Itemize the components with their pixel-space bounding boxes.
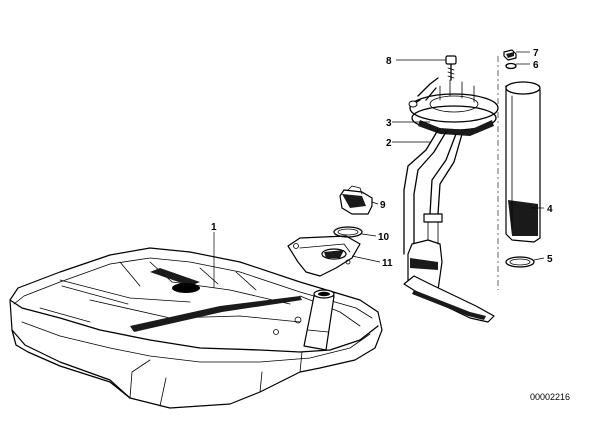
- o-ring: [505, 256, 535, 268]
- callout-7: 7: [533, 48, 539, 59]
- callout-2: 2: [386, 138, 392, 149]
- callout-9: 9: [380, 200, 386, 211]
- reference-number: 00002216: [530, 392, 570, 402]
- leader-lines: [213, 51, 545, 288]
- callout-4: 4: [547, 204, 553, 215]
- callout-3: 3: [386, 118, 392, 129]
- screw: [445, 55, 457, 81]
- callout-6: 6: [533, 60, 539, 71]
- callout-1: 1: [211, 222, 217, 233]
- washer: [505, 62, 517, 70]
- fuel-pump-assembly: [403, 55, 499, 323]
- callout-labels: 1 2 3 4 5 6 7 8 9 10 11: [211, 48, 553, 269]
- callout-8: 8: [386, 56, 392, 67]
- callout-11: 11: [382, 258, 393, 269]
- sealing-ring: [333, 226, 363, 238]
- fuel-tank: [9, 247, 383, 409]
- callout-5: 5: [547, 254, 553, 265]
- callout-10: 10: [378, 232, 390, 243]
- cap: [339, 185, 373, 215]
- mounting-plate: [287, 235, 361, 277]
- fuel-filter: [497, 56, 541, 290]
- nut: [503, 49, 517, 61]
